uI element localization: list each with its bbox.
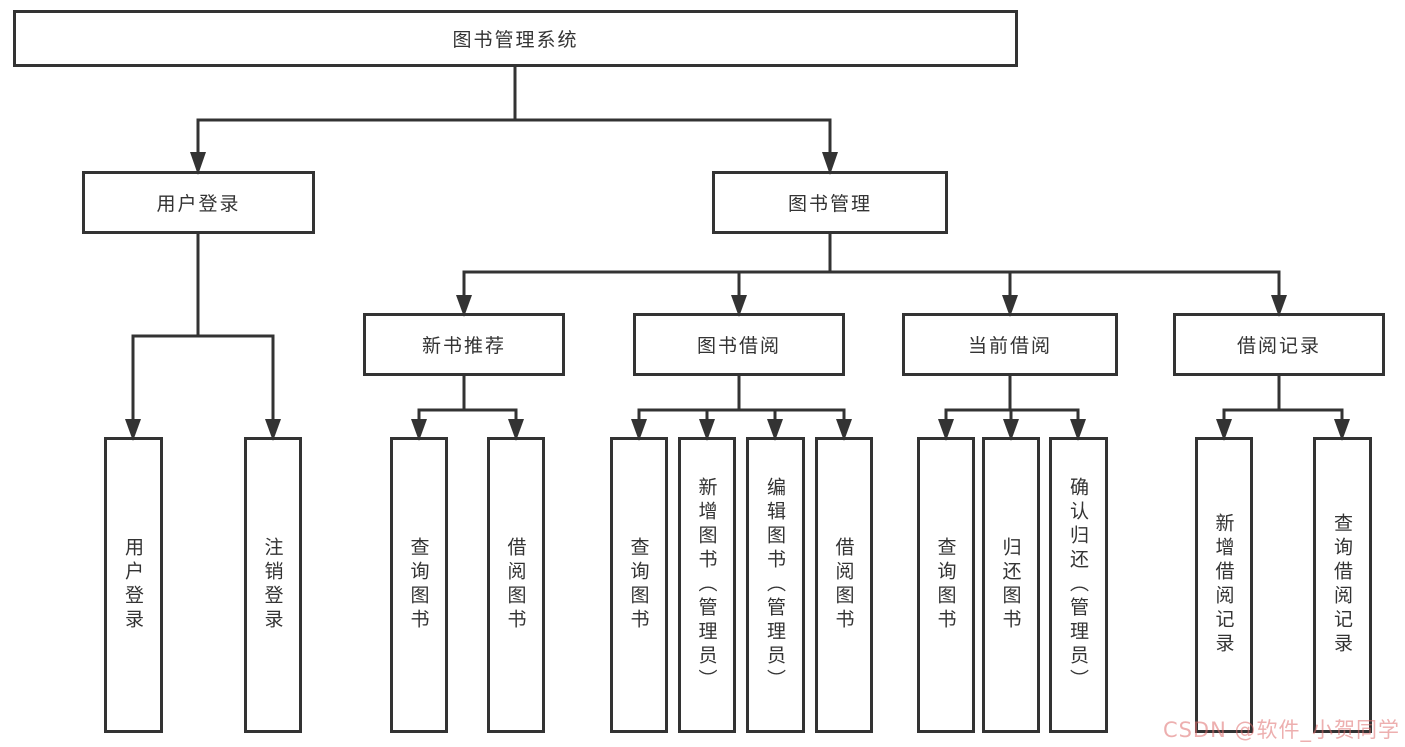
leaf-borrow-query-books: 查询图书 (610, 437, 668, 733)
node-borrow-records: 借阅记录 (1173, 313, 1385, 376)
leaf-label: 借阅图书 (832, 537, 855, 633)
node-user-login: 用户登录 (82, 171, 315, 234)
leaf-borrow-add-books-admin: 新增图书（管理员） (678, 437, 736, 733)
leaf-label: 查询借阅记录 (1331, 513, 1353, 657)
leaf-user-login: 用户登录 (104, 437, 163, 733)
node-library-system: 图书管理系统 (13, 10, 1018, 67)
leaf-records-add-record: 新增借阅记录 (1195, 437, 1253, 733)
node-label: 图书管理 (787, 193, 872, 215)
node-label: 图书借阅 (696, 335, 781, 357)
leaf-borrow-borrow-books: 借阅图书 (815, 437, 873, 733)
node-label: 用户登录 (156, 193, 241, 215)
leaf-label: 借阅图书 (504, 537, 527, 633)
leaf-label: 用户登录 (122, 537, 144, 633)
leaf-current-query-books: 查询图书 (917, 437, 975, 733)
leaf-current-confirm-return-admin: 确认归还（管理员） (1049, 437, 1108, 733)
leaf-logout: 注销登录 (244, 437, 302, 733)
node-book-borrowing: 图书借阅 (633, 313, 845, 376)
leaf-label: 归还图书 (999, 537, 1022, 633)
node-book-management: 图书管理 (712, 171, 948, 234)
node-new-book-recommendation: 新书推荐 (363, 313, 565, 376)
leaf-current-return-books: 归还图书 (982, 437, 1040, 733)
leaf-borrow-edit-books-admin: 编辑图书（管理员） (746, 437, 805, 733)
node-label: 新书推荐 (421, 335, 506, 357)
node-label: 借阅记录 (1236, 335, 1321, 357)
node-current-borrowing: 当前借阅 (902, 313, 1118, 376)
node-label: 当前借阅 (967, 335, 1052, 357)
leaf-rec-query-books: 查询图书 (390, 437, 448, 733)
leaf-label: 注销登录 (261, 537, 284, 633)
leaf-label: 查询图书 (407, 537, 430, 633)
leaf-label: 查询图书 (934, 537, 957, 633)
leaf-label: 确认归还（管理员） (1067, 477, 1089, 693)
leaf-rec-borrow-books: 借阅图书 (487, 437, 545, 733)
leaf-label: 新增图书（管理员） (695, 477, 718, 693)
csdn-watermark: CSDN @软件_小贺同学 (1162, 718, 1400, 742)
leaf-label: 编辑图书（管理员） (764, 477, 786, 693)
leaf-label: 查询图书 (627, 537, 650, 633)
leaf-records-query-record: 查询借阅记录 (1313, 437, 1372, 733)
leaf-label: 新增借阅记录 (1212, 513, 1235, 657)
node-label: 图书管理系统 (452, 29, 579, 51)
